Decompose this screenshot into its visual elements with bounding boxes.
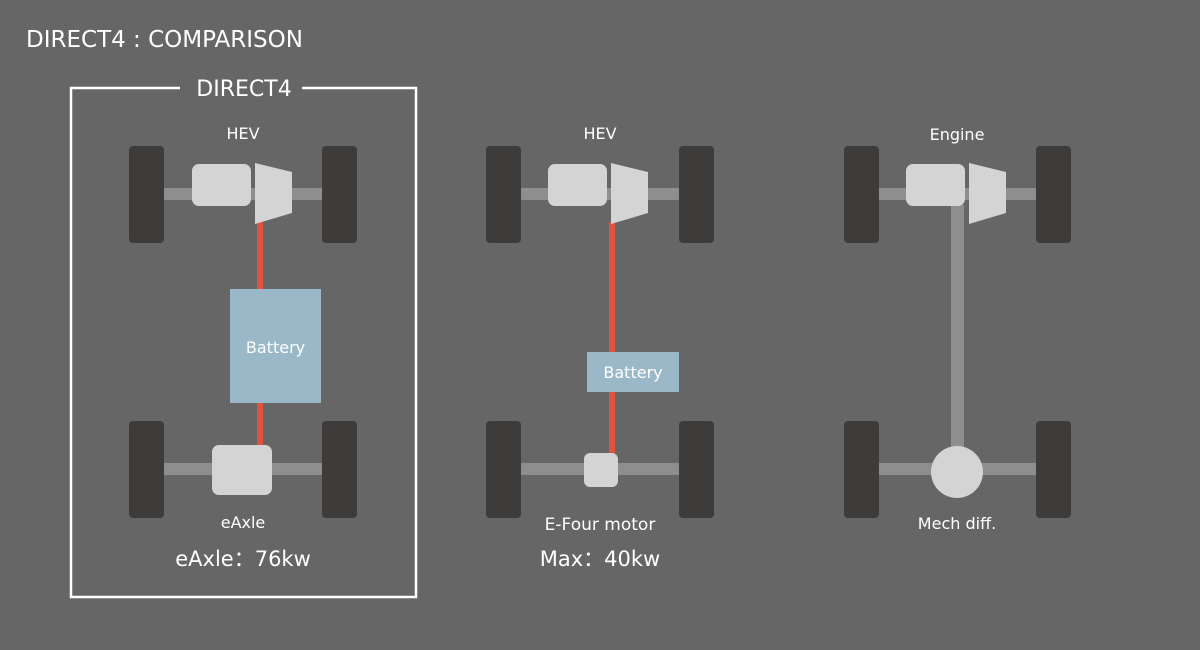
page-title: DIRECT4 : COMPARISON xyxy=(26,27,303,53)
rear-label: eAxle xyxy=(221,513,266,532)
output-label: eAxle：76kw xyxy=(175,547,311,571)
battery-label: Battery xyxy=(246,338,305,357)
front-label: HEV xyxy=(583,124,616,143)
transmission xyxy=(255,163,292,224)
wheel-front-left xyxy=(129,146,164,243)
transmission xyxy=(969,163,1006,224)
system-mechanical: Engine Mech diff. xyxy=(844,125,1071,533)
wheel-rear-right xyxy=(679,421,714,518)
engine-block xyxy=(192,164,251,206)
output-label: Max：40kw xyxy=(540,547,660,571)
system-e-four: Battery HEV E-Four motor Max：40kw xyxy=(486,124,714,571)
wheel-front-right xyxy=(1036,146,1071,243)
frame-outline xyxy=(69,86,418,599)
battery-label: Battery xyxy=(603,363,662,382)
mechanical-differential xyxy=(931,446,983,498)
wheel-rear-right xyxy=(322,421,357,518)
front-label: HEV xyxy=(226,124,259,143)
transmission xyxy=(611,163,648,224)
electric-link xyxy=(609,222,615,464)
propeller-shaft xyxy=(951,205,964,455)
wheel-front-right xyxy=(322,146,357,243)
engine-block xyxy=(548,164,607,206)
wheel-rear-right xyxy=(1036,421,1071,518)
rear-label: E-Four motor xyxy=(545,515,656,535)
wheel-rear-left xyxy=(844,421,879,518)
wheel-rear-left xyxy=(486,421,521,518)
system-direct4: Battery HEV eAxle eAxle：76kw xyxy=(129,124,357,571)
engine-block xyxy=(906,164,965,206)
front-label: Engine xyxy=(930,125,985,144)
direct4-frame: DIRECT4 xyxy=(69,77,418,599)
wheel-front-left xyxy=(486,146,521,243)
rear-motor xyxy=(584,453,618,487)
battery-pack xyxy=(587,352,679,392)
rear-label: Mech diff. xyxy=(918,514,996,533)
wheel-rear-left xyxy=(129,421,164,518)
frame-label: DIRECT4 xyxy=(196,77,291,102)
eaxle-unit xyxy=(212,445,272,495)
wheel-front-right xyxy=(679,146,714,243)
wheel-front-left xyxy=(844,146,879,243)
battery-pack xyxy=(230,289,321,403)
